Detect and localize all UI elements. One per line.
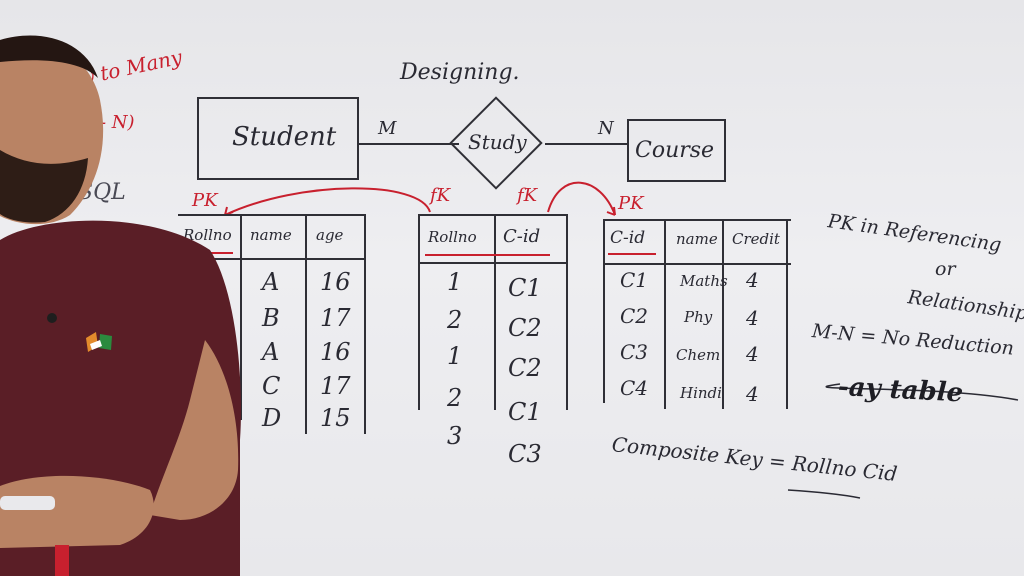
table-study-col0	[418, 214, 420, 410]
table-student-header: Rollno	[183, 226, 232, 244]
table-course-header: name	[676, 230, 718, 248]
table-cell: C	[262, 372, 281, 400]
arrow-head-right	[606, 206, 616, 216]
table-cell: Phy	[684, 308, 713, 326]
line-study-course	[545, 143, 627, 145]
cardinality-m: M	[378, 118, 397, 139]
table-cell: 2	[447, 384, 463, 412]
marker-cap	[0, 496, 55, 510]
cardinality-n: N	[598, 118, 614, 139]
table-cell: 2	[447, 306, 463, 334]
table-cell: A	[262, 338, 280, 366]
table-course-header: Credit	[732, 230, 780, 248]
note-or: or	[935, 258, 956, 280]
fk-label-rollno: fK	[430, 185, 451, 206]
table-cell: C4	[620, 376, 649, 400]
presenter-arm	[150, 340, 239, 520]
arrow-cid-to-pk	[547, 181, 616, 216]
table-cell: 4	[746, 268, 759, 292]
table-cell: 4	[746, 382, 759, 406]
table-study-top	[418, 214, 566, 216]
entity-student-label: Student	[232, 122, 337, 152]
fk-label-cid: fK	[517, 185, 538, 206]
presenter-beard	[0, 150, 88, 223]
table-study-col1	[494, 214, 496, 410]
table-cell: 15	[320, 404, 351, 432]
entity-course	[627, 119, 726, 182]
table-cell: C3	[508, 440, 542, 468]
reduction-underline	[825, 383, 1019, 401]
table-student-header: name	[250, 226, 292, 244]
pk-label-student: PK	[192, 190, 218, 211]
flag-pin-icon	[86, 332, 112, 352]
line-student-study	[359, 143, 459, 145]
table-cell: C3	[620, 340, 649, 364]
presenter-hands	[0, 475, 154, 548]
table-cell: B	[262, 304, 280, 332]
table-student-col1	[240, 214, 242, 420]
header-text-2: - N)	[100, 112, 135, 133]
composite-underline	[787, 489, 861, 499]
pk-underline-course	[608, 253, 656, 255]
table-study-col2	[566, 214, 568, 410]
table-cell: C1	[620, 268, 649, 292]
table-cell: 1	[447, 342, 463, 370]
table-student-header: age	[316, 226, 344, 244]
table-student-header-line	[178, 258, 366, 260]
table-cell: 16	[320, 268, 351, 296]
lapel-mic-icon	[47, 313, 57, 323]
table-course-top	[603, 219, 791, 221]
table-study-header-line	[418, 262, 566, 264]
table-cell: 16	[320, 338, 351, 366]
table-course-col1	[664, 219, 666, 409]
table-cell: 4	[746, 342, 759, 366]
table-cell: 17	[320, 372, 351, 400]
fk-underline-study	[425, 254, 550, 256]
table-study-header: Rollno	[428, 228, 477, 246]
table-cell: D	[262, 404, 282, 432]
table-cell: Maths	[680, 272, 728, 290]
table-study-header: C-id	[503, 226, 541, 247]
table-cell: Hindi	[680, 384, 722, 402]
table-cell: C2	[620, 304, 649, 328]
table-course-col3	[786, 219, 788, 409]
table-cell: A	[262, 268, 280, 296]
table-cell: 17	[320, 304, 351, 332]
table-student-col3	[364, 214, 366, 434]
presenter	[0, 35, 241, 576]
relationship-study-label: Study	[468, 130, 527, 154]
table-course-header-line	[603, 263, 791, 265]
table-student-top	[178, 214, 366, 216]
table-course-header: C-id	[610, 228, 646, 248]
table-cell: C2	[508, 314, 542, 342]
table-cell: 4	[746, 306, 759, 330]
table-course-col2	[722, 219, 724, 409]
table-cell: 3	[447, 422, 463, 450]
table-cell: C2	[508, 354, 542, 382]
table-cell: Chem	[676, 346, 721, 364]
entity-student	[197, 97, 359, 180]
arrow-rollno-to-pk	[224, 187, 431, 216]
table-course-col0	[603, 219, 605, 403]
pk-label-course: PK	[618, 193, 644, 214]
table-cell: 1	[447, 268, 463, 296]
presenter-hair	[0, 35, 98, 78]
entity-course-label: Course	[635, 138, 715, 163]
table-student-col2	[305, 214, 307, 434]
table-cell: C1	[508, 398, 542, 426]
table-cell: C1	[508, 274, 542, 302]
diagram-title: Designing.	[400, 60, 520, 85]
red-marker	[55, 545, 69, 576]
